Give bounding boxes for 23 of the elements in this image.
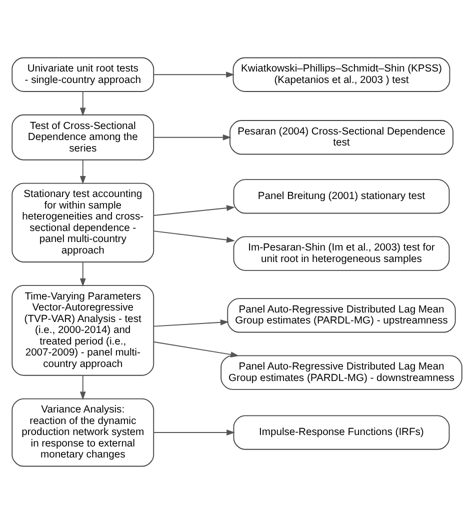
node-box: Time-Varying Parameters Vector-Autoregressive (TVP-VAR) Analysis - test (i.e., 2000-2014) and treated period (i.e., 2007-2009) - panel multi-country approach: [12, 284, 154, 376]
node-box: Panel Auto-Regressive Distributed Lag Mean Group estimates (PARDL-MG) - downstreamness: [220, 355, 462, 390]
arrow: [153, 205, 235, 216]
arrow: [153, 430, 235, 436]
arrow: [80, 374, 86, 400]
arrow: [153, 319, 229, 327]
node-box: Univariate unit root tests - single-country approach: [12, 57, 154, 92]
node-box: Stationary test accounting for within sample heterogeneities and cross-sectional dependence - panel multi-country approach: [12, 182, 154, 262]
arrow: [153, 341, 240, 358]
arrow: [80, 160, 86, 184]
arrow: [80, 262, 86, 287]
node-box: Test of Cross-Sectional Dependence among the series: [12, 114, 154, 160]
arrow: [153, 72, 235, 78]
arrow: [80, 91, 86, 116]
arrow: [153, 134, 232, 140]
node-box: Kwiatkowski–Phillips–Schmidt–Shin (KPSS) (Kapetanios et al., 2003 ) test: [232, 57, 450, 92]
node-box: Variance Analysis: reaction of the dynamic production network system in response to external monetary changes: [12, 398, 154, 467]
arrow: [153, 230, 235, 243]
node-box: Impulse-Response Functions (IRFs): [233, 415, 450, 450]
node-box: Im-Pesaran-Shin (Im et al., 2003) test for unit root in heterogeneous samples: [233, 236, 450, 271]
node-box: Panel Breitung (2001) stationary test: [233, 179, 450, 214]
node-box: Pesaran (2004) Cross-Sectional Dependence test: [230, 120, 454, 155]
node-box: Panel Auto-Regressive Distributed Lag Mean Group estimates (PARDL-MG) - upstreamness: [227, 298, 456, 333]
